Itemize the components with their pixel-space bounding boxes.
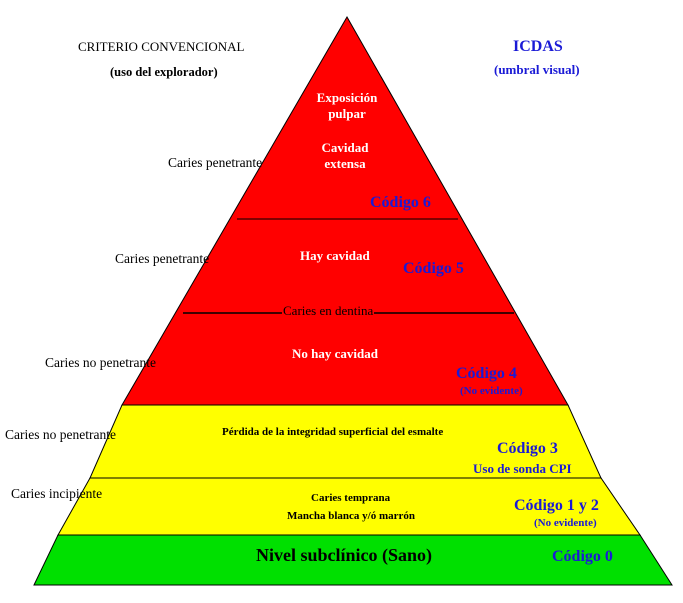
code12-label: Código 1 y 2: [514, 497, 599, 514]
code4-note: (No evidente): [460, 385, 523, 397]
left-label-caries-penetrante-1: Caries penetrante: [168, 155, 263, 170]
code3-label: Código 3: [497, 440, 558, 457]
code6-text-cavidad-extensa: Cavidad extensa: [305, 140, 385, 172]
icdas-subtitle: (umbral visual): [494, 62, 580, 77]
code3-text: Pérdida de la integridad superficial del…: [222, 426, 444, 438]
code6-label: Código 6: [370, 194, 431, 211]
code4-label: Código 4: [456, 365, 517, 382]
left-label-caries-incipiente: Caries incipiente: [11, 486, 103, 501]
left-label-caries-no-penetrante-2: Caries no penetrante: [5, 427, 116, 442]
pyramid-green-base: [33, 534, 673, 586]
left-label-caries-no-penetrante-1: Caries no penetrante: [45, 355, 156, 370]
code3-note: Uso de sonda CPI: [473, 461, 572, 476]
exposicion-pulpar-text: Exposición pulpar: [316, 90, 378, 121]
code5-text-hay-cavidad: Hay cavidad: [300, 248, 370, 263]
icdas-title: ICDAS: [513, 38, 563, 55]
code12-note: (No evidente): [534, 517, 597, 529]
code12-text-caries-temprana: Caries temprana: [311, 492, 391, 504]
cavidad-extensa-text: Cavidad extensa: [321, 140, 369, 171]
code4-text-no-hay-cavidad: No hay cavidad: [292, 346, 378, 361]
dentin-line-label: Caries en dentina: [282, 303, 375, 319]
code0-label: Código 0: [552, 548, 613, 565]
left-label-caries-penetrante-2: Caries penetrante: [115, 251, 210, 266]
code5-label: Código 5: [403, 260, 464, 277]
conventional-criterion-title: CRITERIO CONVENCIONAL: [78, 39, 245, 54]
code6-text-exposicion-pulpar: Exposición pulpar: [297, 90, 397, 122]
conventional-criterion-subtitle: (uso del explorador): [110, 65, 218, 79]
code0-text: Nivel subclínico (Sano): [256, 545, 433, 565]
code12-text-mancha: Mancha blanca y/ó marrón: [287, 510, 416, 522]
